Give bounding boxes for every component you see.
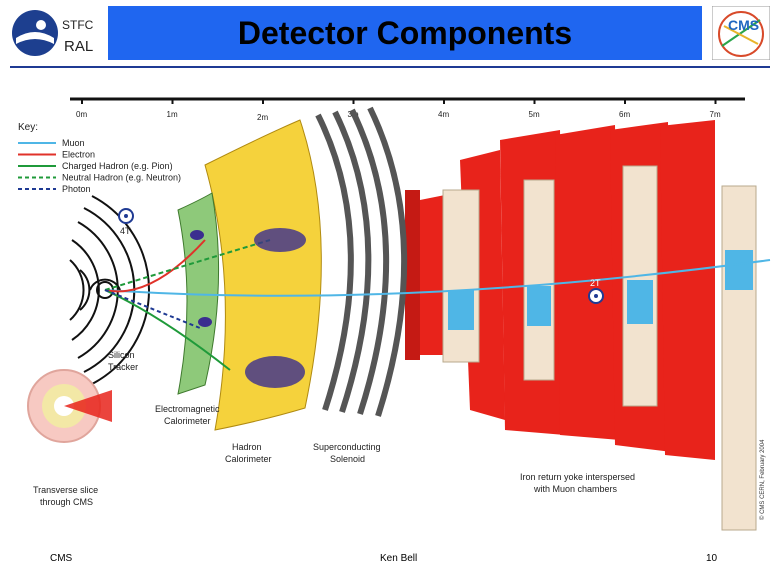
solenoid-label-2: Solenoid [330, 454, 365, 464]
em-deposit [190, 230, 204, 240]
scale-label: 1m [167, 110, 178, 119]
svg-text:CMS: CMS [728, 17, 759, 33]
header-divider [10, 66, 770, 68]
yoke-label-2: with Muon chambers [533, 484, 618, 494]
hadron-shower [245, 356, 305, 388]
solenoid-label-1: Superconducting [313, 442, 381, 452]
footer-author: Ken Bell [380, 553, 418, 564]
scale-label: 7m [710, 110, 721, 119]
copyright-note: © CMS CERN, February 2004 [759, 439, 766, 520]
key-label: Electron [62, 150, 95, 160]
em-deposit [198, 317, 212, 327]
tracker-label-1: Silicon [108, 350, 135, 360]
transverse-label-1: Transverse slice [33, 485, 98, 495]
footer-left-text: CMS [50, 553, 73, 564]
transverse-slice-inset [27, 369, 112, 443]
field-marker-inner: 4T [118, 208, 134, 236]
key-label: Charged Hadron (e.g. Pion) [62, 161, 173, 171]
page-number: 10 [706, 553, 718, 564]
org-name-bottom: RAL [64, 38, 94, 55]
muon-chambers [442, 165, 757, 531]
scale-label: 2m [257, 113, 268, 122]
superconducting-solenoid [315, 106, 408, 417]
ecal-label-2: Calorimeter [164, 416, 211, 426]
key-label: Photon [62, 184, 91, 194]
transverse-label-2: through CMS [40, 497, 93, 507]
svg-text:2T: 2T [590, 278, 601, 288]
field-marker-outer: 2T [588, 278, 604, 304]
key-label: Muon [62, 138, 85, 148]
cms-logo: CMS [711, 5, 771, 61]
yoke-label-1: Iron return yoke interspersed [520, 472, 635, 482]
scale-label: 0m [76, 110, 87, 119]
scale-label: 5m [529, 110, 540, 119]
key-label: Neutral Hadron (e.g. Neutron) [62, 173, 181, 183]
hadron-shower [254, 228, 306, 252]
hadron-calorimeter [204, 119, 322, 431]
svg-text:4T: 4T [120, 226, 131, 236]
scale-label: 4m [438, 110, 449, 119]
stfc-logo [10, 8, 60, 58]
ecal-label-1: Electromagnetic [155, 404, 220, 414]
page-title: Detector Components [237, 14, 573, 51]
particle-tracks [104, 239, 771, 371]
hcal-label-1: Hadron [232, 442, 262, 452]
org-name-top: STFC [62, 18, 94, 32]
electromagnetic-calorimeter [177, 192, 220, 395]
tracker-label-2: Tracker [108, 362, 138, 372]
hcal-label-2: Calorimeter [225, 454, 272, 464]
key-title: Key: [18, 122, 38, 133]
scale-label: 6m [619, 110, 630, 119]
title-bar: Detector Components [108, 6, 702, 60]
